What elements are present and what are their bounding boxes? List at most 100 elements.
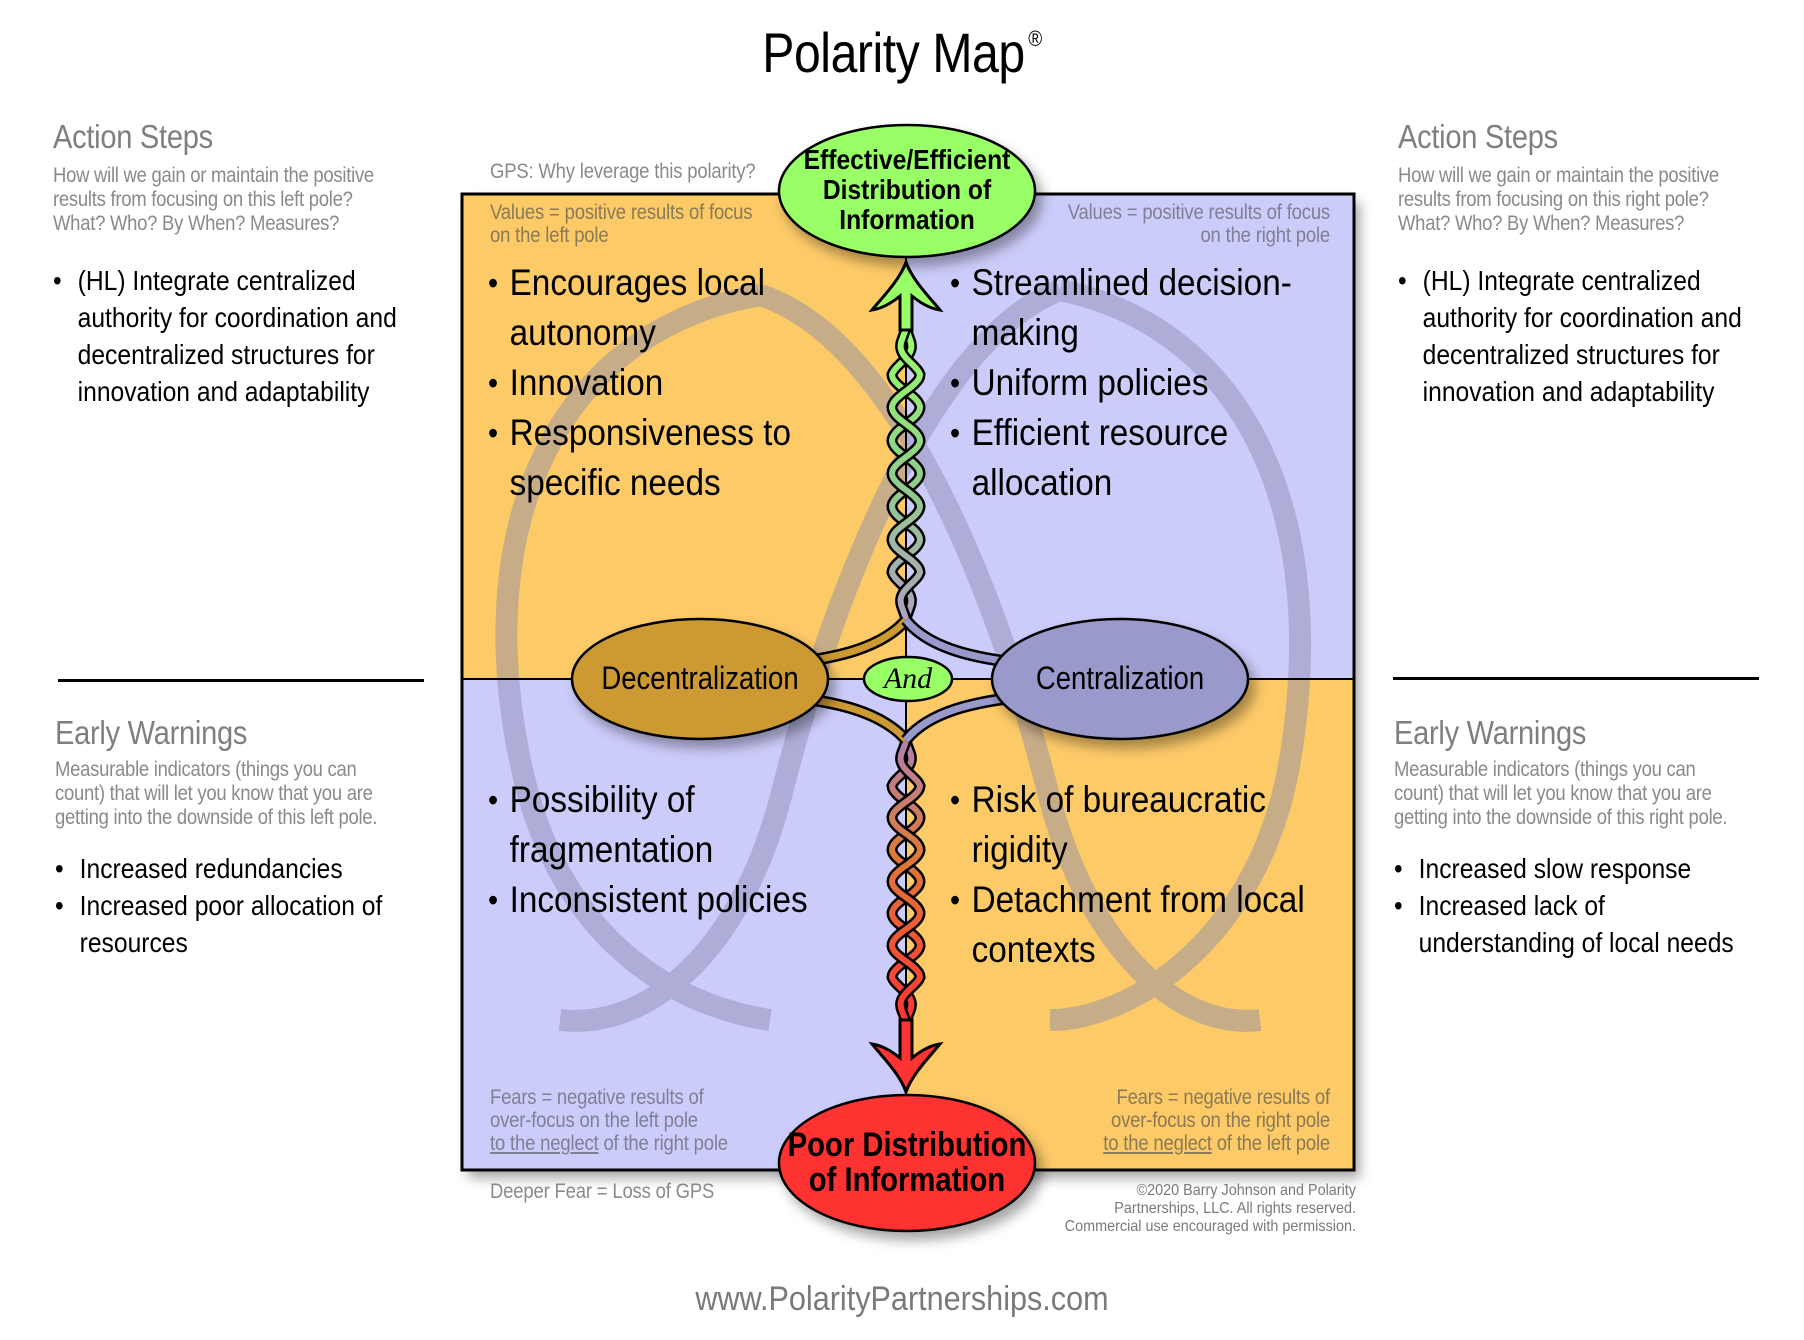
description-line: results from focusing on this right pole…	[1398, 188, 1709, 211]
line: Fears = negative results of	[1116, 1086, 1330, 1109]
left-action-steps: Action Steps How will we gain or maintai…	[53, 118, 444, 410]
line: authority for coordination and	[1422, 302, 1742, 333]
right-pole-label: Centralization	[1035, 660, 1205, 696]
upper-left-label: Values = positive results of focus on th…	[490, 201, 752, 247]
value-item: Streamlined decision-making	[950, 258, 1292, 358]
line: Streamlined decision-	[971, 262, 1292, 303]
line: Effective/Efficient	[803, 144, 1011, 175]
website-link[interactable]: www.PolarityPartnerships.com	[695, 1280, 1109, 1318]
line: resources	[79, 927, 188, 958]
copyright-notice: ©2020 Barry Johnson and Polarity Partner…	[1036, 1182, 1356, 1236]
right-early-warnings-list: Increased slow response Increased lack o…	[1394, 850, 1734, 961]
line: on the right pole	[1200, 224, 1330, 247]
description-line: Measurable indicators (things you can	[1394, 758, 1696, 781]
line: Risk of bureaucratic	[971, 779, 1266, 820]
down-arrowhead-icon	[868, 1018, 944, 1097]
line: ©2020 Barry Johnson and Polarity	[1136, 1182, 1356, 1199]
left-action-steps-heading: Action Steps	[53, 118, 213, 155]
fear-item: Detachment from local contexts	[950, 875, 1305, 975]
up-arrowhead-icon	[868, 257, 944, 332]
line: innovation and adaptability	[77, 376, 370, 407]
line: specific needs	[509, 462, 721, 503]
line: Uniform policies	[971, 362, 1209, 403]
description-line: What? Who? By When? Measures?	[53, 212, 340, 235]
description-line: getting into the downside of this left p…	[55, 806, 378, 829]
line: Commercial use encouraged with permissio…	[1064, 1218, 1356, 1235]
line: Inconsistent policies	[509, 879, 808, 920]
warning-item: Increased poor allocation of resources	[55, 887, 382, 961]
line: to the neglect of the right pole	[490, 1132, 728, 1155]
line: contexts	[971, 929, 1096, 970]
line: over-focus on the right pole	[1110, 1109, 1330, 1132]
line: of Information	[808, 1161, 1006, 1199]
title-text: Polarity Map	[762, 21, 1025, 84]
lower-right-label: Fears = negative results of over-focus o…	[1066, 1086, 1330, 1155]
line: Increased poor allocation of	[79, 890, 383, 921]
value-item: Uniform policies	[950, 358, 1292, 408]
line: understanding of local needs	[1418, 927, 1734, 958]
right-early-warnings: Early Warnings Measurable indicators (th…	[1394, 714, 1780, 961]
line: Increased slow response	[1418, 853, 1692, 884]
left-early-warnings-description: Measurable indicators (things you can co…	[55, 758, 382, 830]
line: authority for coordination and	[77, 302, 397, 333]
line: Distribution of	[822, 174, 992, 205]
deeper-fear-text: Poor Distribution of Information	[787, 1128, 1028, 1198]
description-line: results from focusing on this left pole?	[53, 188, 353, 211]
line: Detachment from local	[971, 879, 1305, 920]
text: of the right pole	[598, 1132, 728, 1155]
left-early-warnings: Early Warnings Measurable indicators (th…	[55, 714, 427, 961]
left-action-steps-description: How will we gain or maintain the positiv…	[53, 164, 397, 236]
right-action-steps-heading: Action Steps	[1398, 118, 1558, 155]
greater-purpose-oval	[777, 123, 1037, 259]
line: fragmentation	[509, 829, 714, 870]
action-step-item: (HL) Integrate centralized authority for …	[1398, 262, 1742, 410]
description-line: getting into the downside of this right …	[1394, 806, 1728, 829]
value-item: Encourages local autonomy	[488, 258, 791, 358]
right-action-steps: Action Steps How will we gain or maintai…	[1398, 118, 1789, 410]
line: making	[971, 312, 1079, 353]
and-oval	[862, 655, 954, 703]
description-line: How will we gain or maintain the positiv…	[1398, 164, 1719, 187]
lower-left-fears-list: Possibility of fragmentation Inconsistent…	[488, 775, 808, 925]
line: allocation	[971, 462, 1113, 503]
left-divider-line	[58, 679, 424, 682]
greater-purpose-text: Effective/Efficient Distribution of Info…	[793, 145, 1022, 235]
line: decentralized structures for	[77, 339, 375, 370]
right-divider-line	[1393, 677, 1759, 680]
lower-right-fears-list: Risk of bureaucratic rigidity Detachment …	[950, 775, 1305, 975]
line: (HL) Integrate centralized	[1422, 265, 1701, 296]
description-line: count) that will let you know that you a…	[55, 782, 373, 805]
line: Possibility of	[509, 779, 695, 820]
line: Partnerships, LLC. All rights reserved.	[1114, 1200, 1356, 1217]
line: Poor Distribution	[787, 1126, 1027, 1164]
right-pole-oval	[990, 617, 1250, 741]
and-label: And	[883, 662, 933, 695]
upper-right-label: Values = positive results of focus on th…	[1066, 201, 1330, 247]
value-item: Innovation	[488, 358, 791, 408]
line: to the neglect of the left pole	[1066, 1132, 1330, 1155]
line: autonomy	[509, 312, 656, 353]
lower-left-label: Fears = negative results of over-focus o…	[490, 1086, 728, 1155]
right-early-warnings-heading: Early Warnings	[1394, 714, 1587, 751]
right-action-steps-description: How will we gain or maintain the positiv…	[1398, 164, 1742, 236]
fear-item: Risk of bureaucratic rigidity	[950, 775, 1305, 875]
line: Increased redundancies	[79, 853, 343, 884]
line: over-focus on the left pole	[490, 1109, 698, 1132]
line: rigidity	[971, 829, 1068, 870]
helix-strand	[888, 324, 924, 623]
description-line: How will we gain or maintain the positiv…	[53, 164, 374, 187]
text: of the left pole	[1211, 1132, 1330, 1155]
helix-strand	[888, 737, 924, 1026]
left-early-warnings-heading: Early Warnings	[55, 714, 248, 751]
fear-item: Inconsistent policies	[488, 875, 808, 925]
line: Increased lack of	[1418, 890, 1605, 921]
right-early-warnings-description: Measurable indicators (things you can co…	[1394, 758, 1734, 830]
down-arrow-helix	[886, 737, 926, 1026]
description-line: Measurable indicators (things you can	[55, 758, 357, 781]
underlined-text: to the neglect	[1103, 1132, 1212, 1155]
line: Encourages local	[509, 262, 766, 303]
right-action-steps-list: (HL) Integrate centralized authority for …	[1398, 262, 1742, 410]
helix-strand	[888, 324, 924, 623]
